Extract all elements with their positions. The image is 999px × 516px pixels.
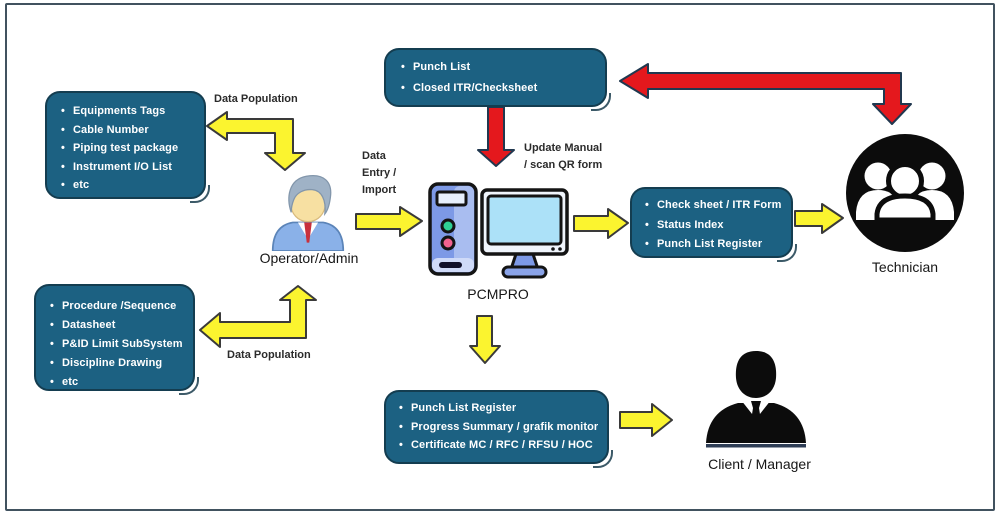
technician-label: Technician xyxy=(871,259,939,275)
box-item: Closed ITR/Checksheet xyxy=(400,78,601,99)
arrow-pcmpro-to-bottom-box xyxy=(469,315,501,364)
label-line: / scan QR form xyxy=(524,159,603,171)
client-manager-icon xyxy=(706,351,806,448)
box-punch-list-list: Punch List Closed ITR/Checksheet xyxy=(400,57,601,99)
label-data-population-top: Data Population xyxy=(214,93,298,105)
label-data-entry-import: Data Entry / Import xyxy=(362,148,396,199)
box-item: etc xyxy=(60,176,200,195)
box-master-data-top-list: Equipments Tags Cable Number Piping test… xyxy=(60,102,200,195)
box-punch-list: Punch List Closed ITR/Checksheet xyxy=(384,48,611,111)
arrow-pcmpro-to-right-box xyxy=(573,208,629,239)
label-line: Update Manual xyxy=(524,142,603,154)
computer-tower xyxy=(428,182,478,276)
client-manager-label: Client / Manager xyxy=(708,456,811,472)
box-item: Punch List xyxy=(400,57,601,78)
box-item: Status Index xyxy=(644,216,787,236)
box-item: Procedure /Sequence xyxy=(49,297,189,316)
arrow-data-population-top xyxy=(206,111,306,171)
box-item: Punch List Register xyxy=(644,235,787,255)
box-reports-output: Punch List Register Progress Summary / g… xyxy=(384,390,613,468)
pcmpro-computer-icon xyxy=(428,182,569,279)
box-master-data-bottom: Procedure /Sequence Datasheet P&ID Limit… xyxy=(34,284,199,395)
operator-person-icon xyxy=(271,174,345,251)
label-update-manual: Update Manual / scan QR form xyxy=(524,140,602,174)
box-checksheet-output: Check sheet / ITR Form Status Index Punc… xyxy=(630,187,797,262)
box-master-data-bottom-list: Procedure /Sequence Datasheet P&ID Limit… xyxy=(49,297,189,392)
technician-group-icon xyxy=(846,134,964,252)
box-item: Equipments Tags xyxy=(60,102,200,121)
label-data-population-bottom: Data Population xyxy=(227,349,311,361)
arrow-bottom-box-to-client xyxy=(619,403,673,437)
box-item: Certificate MC / RFC / RFSU / HOC xyxy=(398,436,603,455)
pcmpro-label: PCMPRO xyxy=(467,286,529,302)
box-item: Cable Number xyxy=(60,121,200,140)
box-master-data-top: Equipments Tags Cable Number Piping test… xyxy=(45,91,210,203)
operator-label: Operator/Admin xyxy=(259,250,359,266)
box-item: Punch List Register xyxy=(398,399,603,418)
label-line: Data xyxy=(362,150,386,162)
box-checksheet-output-list: Check sheet / ITR Form Status Index Punc… xyxy=(644,196,787,255)
label-line: Entry / xyxy=(362,167,397,179)
box-item: Check sheet / ITR Form xyxy=(644,196,787,216)
box-item: etc xyxy=(49,373,189,392)
arrow-update-manual xyxy=(477,106,515,167)
box-reports-output-list: Punch List Register Progress Summary / g… xyxy=(398,399,603,455)
arrow-technician-to-punchlist xyxy=(619,63,912,125)
arrow-data-population-bottom xyxy=(199,285,317,348)
box-item: Progress Summary / grafik monitor xyxy=(398,418,603,437)
label-line: Import xyxy=(362,184,397,196)
box-item: Instrument I/O List xyxy=(60,158,200,177)
arrow-data-entry xyxy=(355,206,423,237)
diagram-border xyxy=(5,3,995,511)
arrow-right-box-to-technician xyxy=(794,203,844,234)
box-item: Discipline Drawing xyxy=(49,354,189,373)
box-item: P&ID Limit SubSystem xyxy=(49,335,189,354)
box-item: Datasheet xyxy=(49,316,189,335)
box-item: Piping test package xyxy=(60,139,200,158)
computer-monitor xyxy=(480,188,569,279)
